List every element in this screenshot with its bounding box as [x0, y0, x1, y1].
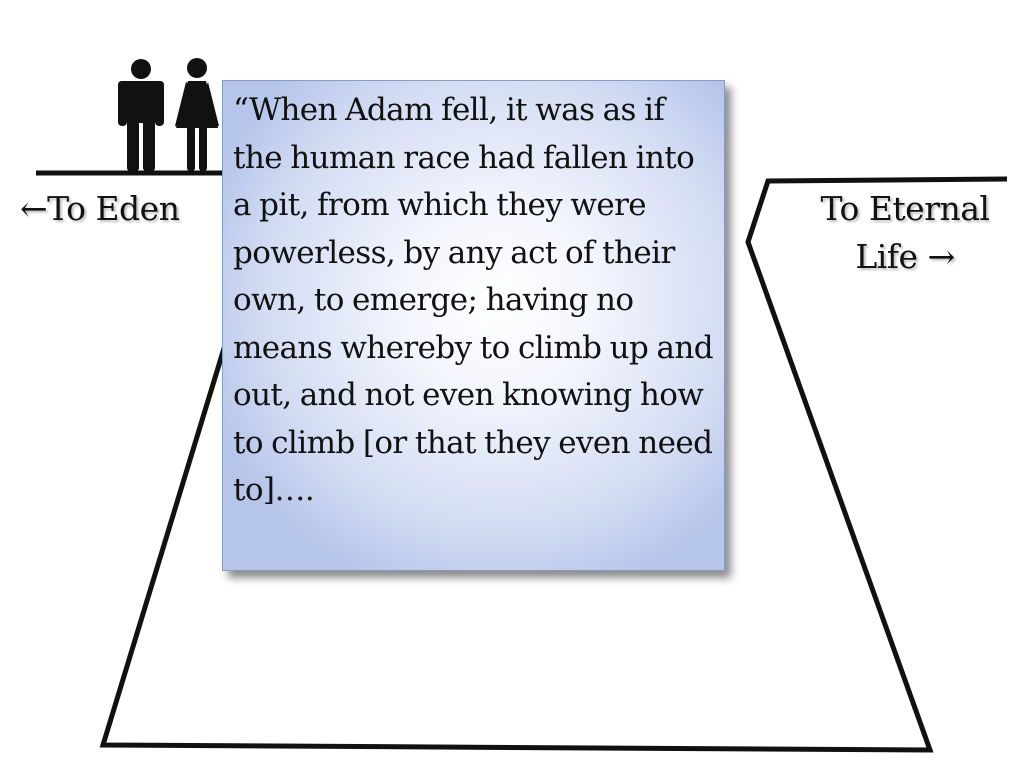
woman-figure-icon [175, 58, 219, 171]
to-eternal-life-line1: To Eternal [820, 189, 990, 228]
quote-box: “When Adam fell, it was as if the human … [222, 80, 725, 571]
to-eden-label: ←To Eden [20, 189, 180, 228]
quote-text: “When Adam fell, it was as if the human … [233, 92, 714, 508]
pit-outline [99, 176, 1008, 753]
to-eternal-life-line2: Life → [855, 237, 955, 276]
to-eternal-life-label: To Eternal Life → [790, 185, 1020, 281]
man-figure-icon [118, 59, 164, 171]
